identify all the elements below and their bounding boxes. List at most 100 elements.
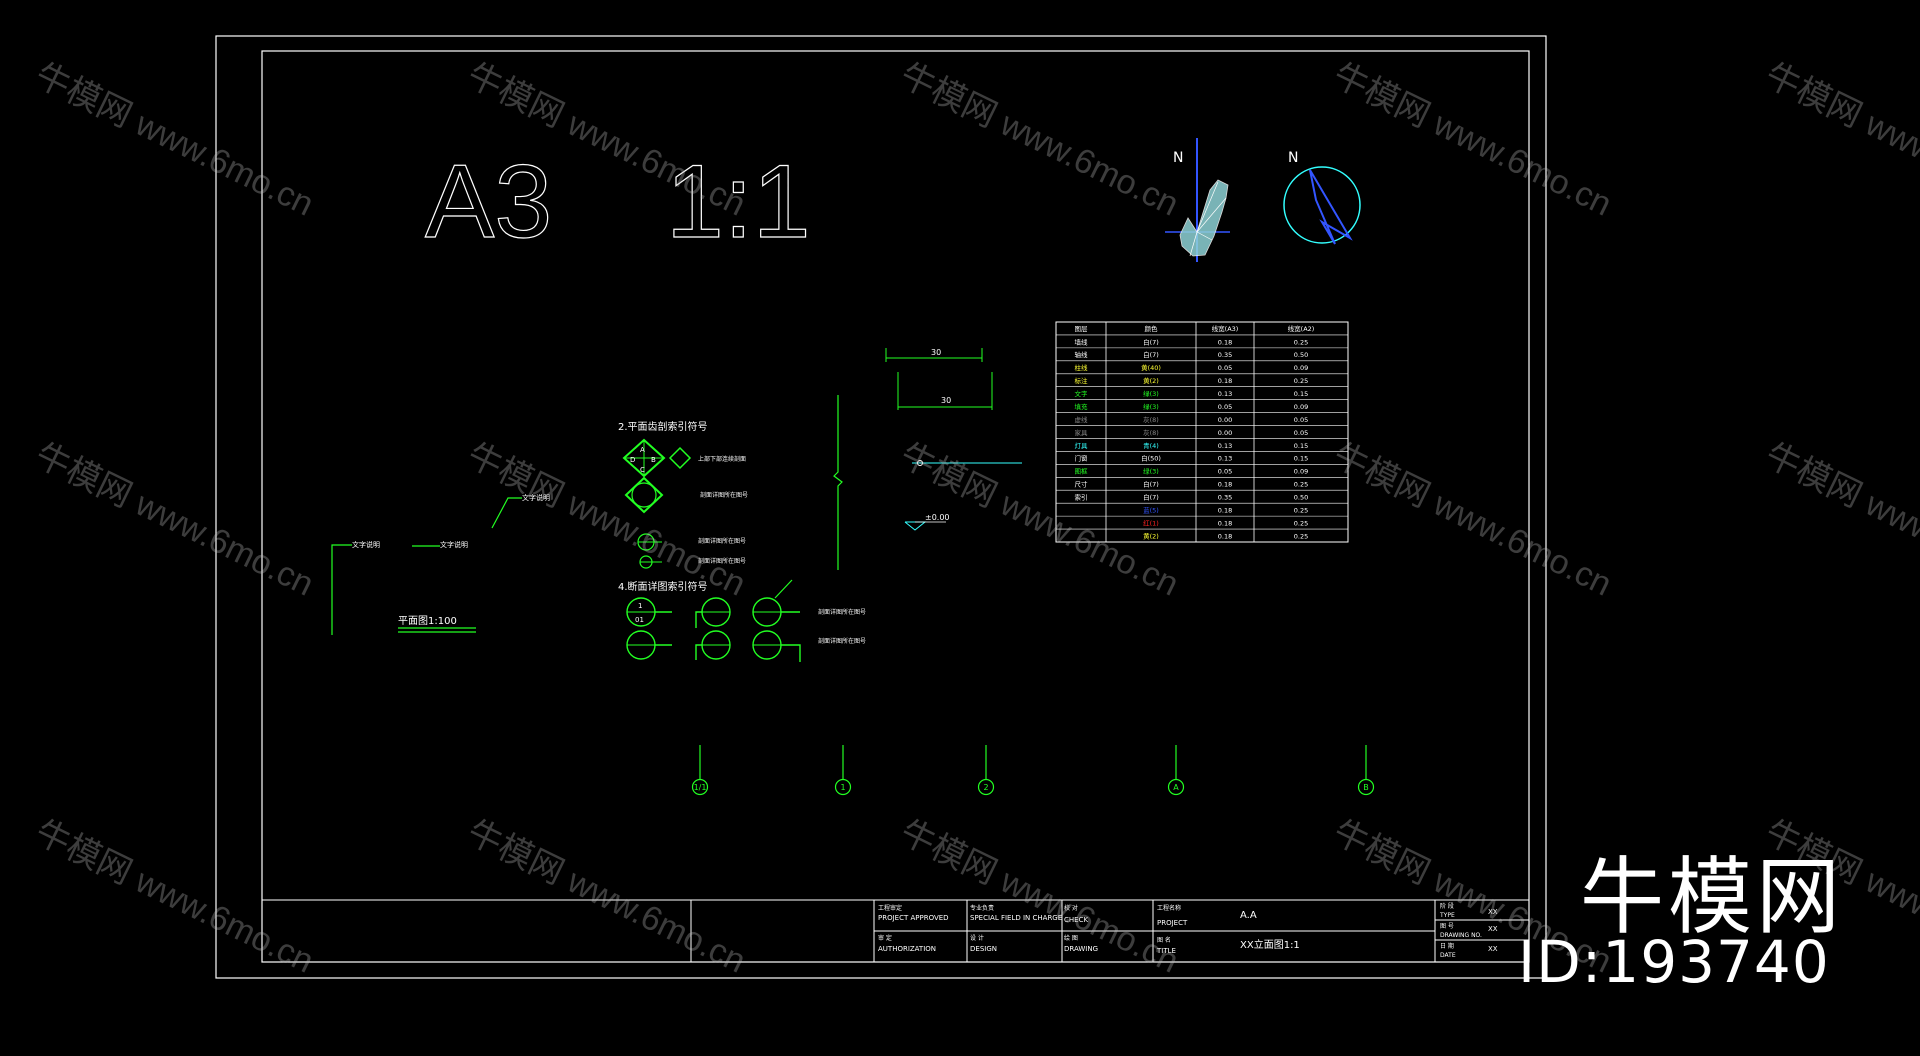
north-label: N: [1288, 150, 1298, 166]
tb-label: CHECK: [1064, 916, 1088, 924]
symbol-letter: B: [651, 456, 656, 464]
table-cell: 墙线: [1075, 337, 1089, 346]
table-header-cell: 线宽(A3): [1212, 324, 1239, 333]
table-cell: 0.05: [1218, 364, 1232, 372]
north-arrow-icon: N: [1165, 138, 1230, 262]
table-cell: 0.05: [1294, 416, 1308, 424]
table-cell: 蓝(5): [1143, 505, 1159, 514]
table-cell: 标注: [1075, 376, 1089, 385]
sheet-size-label: A3: [425, 144, 552, 260]
symbol-letter: A: [640, 446, 645, 454]
table-cell: 0.25: [1294, 506, 1308, 514]
table-cell: 绿(3): [1143, 402, 1159, 411]
tb-label: 设 计: [970, 934, 984, 942]
table-cell: 0.09: [1294, 403, 1308, 411]
dimension-text: 30: [931, 348, 941, 357]
table-cell: 0.25: [1294, 481, 1308, 489]
table-cell: 白(7): [1143, 350, 1159, 359]
callout-group: 文字说明 文字说明 文字说明 平面图1:100: [331, 493, 550, 635]
axis-label: B: [1363, 783, 1369, 792]
section-title: 2.平面齿剖索引符号: [618, 420, 708, 433]
note-text: 剖面详图所在图号: [700, 491, 748, 499]
table-header-cell: 线宽(A2): [1288, 324, 1315, 333]
note-text: 上部下部连续剖面: [698, 455, 746, 463]
north-compass-icon: N: [1283, 150, 1361, 245]
north-label: N: [1173, 150, 1183, 166]
table-cell: 0.09: [1294, 468, 1308, 476]
table-cell: 索引: [1075, 493, 1088, 502]
axis-bubble: [1167, 778, 1185, 796]
note-text: 剖面详图所在图号: [818, 608, 866, 616]
table-cell: 0.50: [1294, 494, 1308, 502]
tb-label: DRAWING: [1064, 945, 1098, 953]
model-id: ID:193740: [1518, 928, 1830, 996]
table-cell: 0.25: [1294, 377, 1308, 385]
table-cell: 0.13: [1218, 455, 1232, 463]
table-cell: 白(7): [1143, 337, 1159, 346]
table-cell: 0.05: [1294, 429, 1308, 437]
table-cell: 灯具: [1075, 441, 1089, 450]
table-cell: 0.50: [1294, 351, 1308, 359]
callout-text: 文字说明: [522, 493, 550, 502]
table-cell: 0.13: [1218, 442, 1232, 450]
tb-label: 工程审定: [878, 904, 902, 912]
table-cell: 绿(3): [1143, 467, 1159, 476]
table-cell: 家具: [1075, 428, 1089, 437]
table-cell: 图框: [1075, 467, 1089, 476]
table-cell: 灰(8): [1143, 428, 1159, 437]
tb-title-value: XX立面图1:1: [1240, 938, 1300, 951]
table-cell: 白(50): [1141, 454, 1161, 463]
table-cell: 0.18: [1218, 519, 1232, 527]
table-cell: 黄(40): [1141, 363, 1161, 372]
table-cell: 0.15: [1294, 455, 1308, 463]
table-header-cell: 图层: [1075, 325, 1089, 333]
inner-frame: [261, 50, 1530, 963]
brand-logo: 牛模网: [1580, 848, 1845, 946]
table-cell: 填充: [1075, 402, 1089, 411]
callout-text: 文字说明: [352, 540, 380, 549]
table-cell: 0.05: [1218, 403, 1232, 411]
axis-label: 1: [840, 783, 845, 792]
tb-value: XX: [1488, 925, 1498, 933]
note-text: 剖面详图所在图号: [818, 637, 866, 645]
table-cell: 0.25: [1294, 519, 1308, 527]
table-cell: 青(4): [1143, 441, 1159, 450]
tb-label: 审 定: [878, 934, 892, 942]
symbol-number: 1: [638, 602, 642, 610]
table-cell: 0.09: [1294, 364, 1308, 372]
axis-bubble: [834, 778, 852, 796]
table-cell: 柱线: [1075, 363, 1089, 372]
tb-label: 校 对: [1064, 904, 1078, 912]
tb-label: 图 名: [1157, 936, 1171, 944]
table-cell: 0.35: [1218, 351, 1232, 359]
table-cell: 0.35: [1218, 494, 1232, 502]
tb-label: DESIGN: [970, 945, 997, 953]
table-cell: 白(7): [1143, 493, 1159, 502]
tb-label: AUTHORIZATION: [878, 945, 936, 953]
table-cell: 门窗: [1075, 454, 1088, 463]
section-title: 4.断面详图索引符号: [618, 580, 708, 593]
symbol-number: 01: [635, 616, 644, 624]
tb-label: DRAWING NO.: [1440, 932, 1482, 939]
level-mark-text: ±0.00: [925, 513, 950, 522]
table-cell: 文字: [1075, 389, 1089, 398]
tb-label: 工程名称: [1157, 904, 1181, 912]
tb-label: DATE: [1440, 952, 1456, 959]
table-cell: 0.18: [1218, 506, 1232, 514]
table-cell: 0.13: [1218, 390, 1232, 398]
tb-label: 日 期: [1440, 942, 1454, 950]
tb-label: 图 号: [1440, 923, 1454, 930]
table-cell: 0.18: [1218, 338, 1232, 346]
table-cell: 灰(8): [1143, 415, 1159, 424]
tb-label: SPECIAL FIELD IN CHARGE: [970, 914, 1062, 922]
tb-value: XX: [1488, 908, 1498, 916]
scale-label: 1:1: [666, 144, 811, 260]
axis-bubble: [977, 778, 995, 796]
tb-label: 专业负责: [970, 904, 994, 912]
axis-bubble: [691, 778, 709, 796]
section-index-symbols: 2.平面齿剖索引符号 A C D B 上部下部连续剖面 剖面详图所在图号 剖面详…: [618, 420, 866, 662]
plan-title: 平面图1:100: [398, 615, 457, 627]
